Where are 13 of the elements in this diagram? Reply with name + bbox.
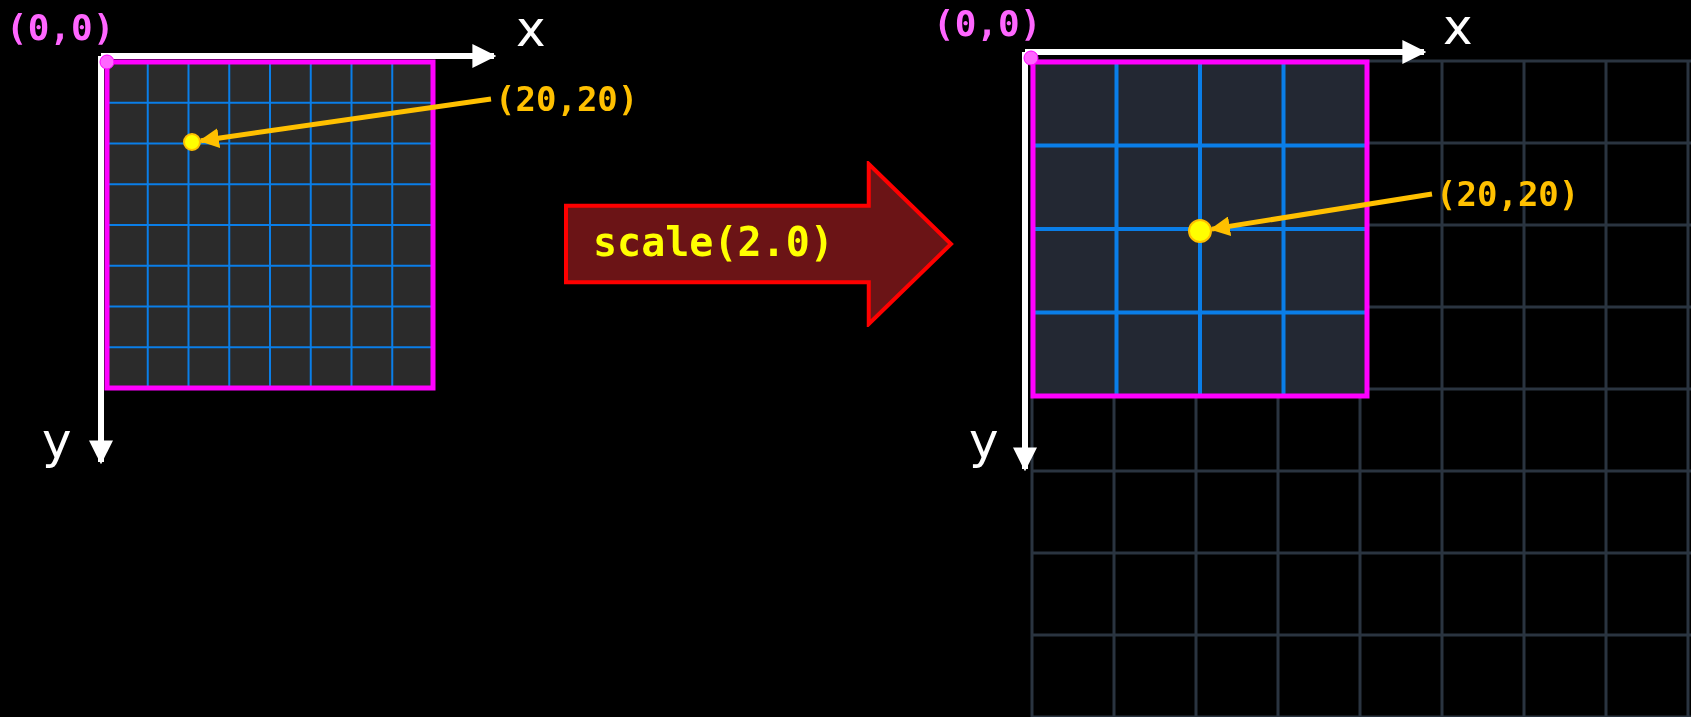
point-dot [183, 133, 201, 151]
axis-label: x [1443, 2, 1473, 52]
leader-arrow [198, 96, 492, 149]
block-arrow [563, 161, 955, 327]
origin-label: (0,0) [6, 10, 115, 46]
origin-label: (0,0) [933, 6, 1042, 42]
axis-label: y [969, 416, 999, 466]
axis-label: y [42, 416, 72, 466]
arrow-label: scale(2.0) [593, 222, 834, 262]
coordinate-label: (20,20) [495, 82, 639, 116]
axis-label: x [516, 4, 546, 54]
leader-arrow [1209, 191, 1433, 237]
coordinate-label: (20,20) [1436, 177, 1580, 211]
